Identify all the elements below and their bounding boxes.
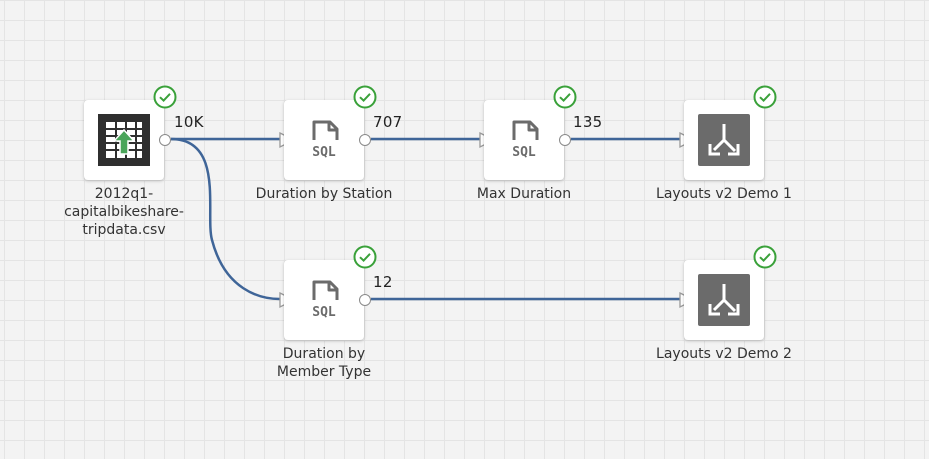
row-count: 12 bbox=[373, 273, 393, 291]
sql-file-icon: SQL bbox=[312, 120, 339, 160]
merge-arrows-icon bbox=[698, 114, 750, 166]
node-label: 2012q1- capitalbikeshare- tripdata.csv bbox=[34, 185, 214, 239]
success-check-icon bbox=[353, 245, 377, 269]
output-port[interactable] bbox=[359, 294, 371, 306]
label-line: Duration by bbox=[282, 346, 366, 362]
node-csv-dataset[interactable] bbox=[84, 85, 177, 180]
success-check-icon bbox=[153, 85, 177, 109]
node-duration-by-station[interactable]: SQL bbox=[284, 85, 377, 180]
node-duration-by-member-type[interactable]: SQL bbox=[284, 245, 377, 340]
merge-arrows-icon bbox=[698, 274, 750, 326]
svg-text:SQL: SQL bbox=[312, 305, 336, 320]
row-count: 10K bbox=[174, 113, 204, 131]
output-port[interactable] bbox=[159, 134, 171, 146]
node-label: Duration by Member Type bbox=[234, 345, 414, 381]
label-line: Member Type bbox=[276, 364, 372, 380]
svg-text:SQL: SQL bbox=[312, 145, 336, 160]
label-line: 2012q1- bbox=[94, 186, 154, 202]
sql-file-icon: SQL bbox=[312, 280, 339, 320]
success-check-icon bbox=[353, 85, 377, 109]
label-line: Layouts v2 Demo 2 bbox=[656, 346, 792, 362]
node-layouts-v2-demo-2[interactable] bbox=[684, 245, 777, 340]
node-max-duration[interactable]: SQL bbox=[484, 85, 577, 180]
success-check-icon bbox=[753, 85, 777, 109]
edge-csv-to-duration-by-member-type[interactable] bbox=[170, 137, 281, 301]
node-label: Duration by Station bbox=[234, 185, 414, 203]
label-line: tripdata.csv bbox=[82, 222, 166, 238]
spreadsheet-upload-icon bbox=[98, 114, 150, 166]
success-check-icon bbox=[753, 245, 777, 269]
sql-file-icon: SQL bbox=[512, 120, 539, 160]
output-port[interactable] bbox=[559, 134, 571, 146]
success-check-icon bbox=[553, 85, 577, 109]
node-label: Max Duration bbox=[434, 185, 614, 203]
row-count: 135 bbox=[573, 113, 603, 131]
label-line: Duration by Station bbox=[255, 186, 393, 202]
node-layouts-v2-demo-1[interactable] bbox=[684, 85, 777, 180]
output-port[interactable] bbox=[359, 134, 371, 146]
svg-text:SQL: SQL bbox=[512, 145, 536, 160]
label-line: Layouts v2 Demo 1 bbox=[656, 186, 792, 202]
label-line: Max Duration bbox=[476, 186, 572, 202]
row-count: 707 bbox=[373, 113, 403, 131]
label-line: capitalbikeshare- bbox=[64, 204, 184, 220]
node-label: Layouts v2 Demo 1 bbox=[634, 185, 814, 203]
node-label: Layouts v2 Demo 2 bbox=[634, 345, 814, 363]
